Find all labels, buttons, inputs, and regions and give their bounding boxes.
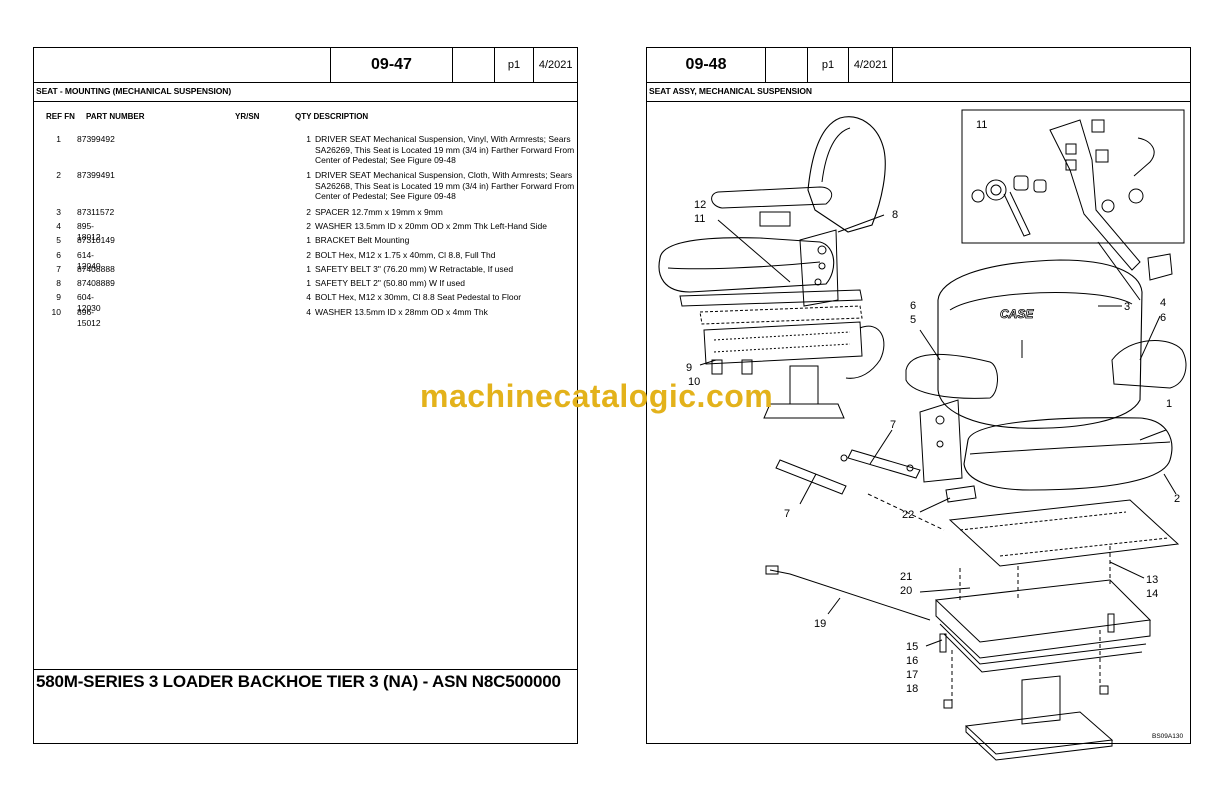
- row-qty: 1: [306, 278, 311, 288]
- left-page-sheet: p1: [493, 48, 534, 82]
- row-part-number: 87310149: [77, 235, 115, 245]
- left-page-header: 09-47 p1 4/2021: [330, 47, 578, 83]
- row-qty: 1: [306, 134, 311, 144]
- row-qty: 1: [306, 264, 311, 274]
- right-header-divider: [646, 82, 1191, 83]
- row-description: SAFETY BELT 3" (76.20 mm) W Retractable,…: [315, 264, 514, 274]
- figure-code: BS09A130: [1152, 733, 1184, 740]
- row-description: WASHER 13.5mm ID x 28mm OD x 4mm Thk: [315, 307, 488, 317]
- row-ref: 1: [56, 134, 61, 144]
- row-description: WASHER 13.5mm ID x 20mm OD x 2mm Thk Lef…: [315, 221, 547, 231]
- row-part-number: 87399492: [77, 134, 115, 144]
- model-title: 580M-SERIES 3 LOADER BACKHOE TIER 3 (NA)…: [36, 672, 561, 691]
- row-qty: 1: [306, 170, 311, 180]
- row-description: SPACER 12.7mm x 19mm x 9mm: [315, 207, 443, 217]
- col-yr-sn: YR/SN: [235, 112, 260, 121]
- row-part-number: 87408889: [77, 278, 115, 288]
- row-part-number: 895-18012: [77, 221, 101, 242]
- left-section-divider: [33, 101, 578, 102]
- row-qty: 1: [306, 235, 311, 245]
- row-qty: 4: [306, 292, 311, 302]
- row-description: SAFETY BELT 2" (50.80 mm) W If used: [315, 278, 465, 288]
- row-ref: 6: [56, 250, 61, 260]
- row-qty: 2: [306, 250, 311, 260]
- row-ref: 2: [56, 170, 61, 180]
- row-part-number: 87311572: [77, 207, 115, 217]
- right-page-header: 09-48 p1 4/2021: [646, 47, 893, 83]
- right-page-frame: [646, 47, 1191, 744]
- left-page-number: 09-47: [371, 56, 412, 73]
- right-section-title: SEAT ASSY, MECHANICAL SUSPENSION: [649, 86, 812, 96]
- right-page-header-blank: [765, 48, 807, 82]
- left-page-frame: [33, 47, 578, 744]
- row-ref: 4: [56, 221, 61, 231]
- row-part-number: 896-15012: [77, 307, 101, 328]
- left-footer-divider: [33, 669, 578, 670]
- row-part-number: 604-12030: [77, 292, 101, 313]
- row-ref: 10: [51, 307, 61, 317]
- row-qty: 4: [306, 307, 311, 317]
- row-description: BOLT Hex, M12 x 1.75 x 40mm, Cl 8.8, Ful…: [315, 250, 496, 260]
- row-part-number: 87408888: [77, 264, 115, 274]
- row-ref: 3: [56, 207, 61, 217]
- watermark: machinecatalogic.com: [420, 378, 774, 414]
- row-ref: 7: [56, 264, 61, 274]
- row-ref: 8: [56, 278, 61, 288]
- right-section-divider: [646, 101, 1191, 102]
- col-qty-description: QTY DESCRIPTION: [295, 112, 369, 121]
- row-ref: 9: [56, 292, 61, 302]
- row-description: DRIVER SEAT Mechanical Suspension, Cloth…: [315, 170, 575, 201]
- right-page-sheet: p1: [806, 48, 849, 82]
- row-ref: 5: [56, 235, 61, 245]
- row-description: BOLT Hex, M12 x 30mm, Cl 8.8 Seat Pedest…: [315, 292, 522, 302]
- right-page-date: 4/2021: [848, 48, 892, 82]
- left-page-date: 4/2021: [533, 48, 577, 82]
- row-description: BRACKET Belt Mounting: [315, 235, 410, 245]
- right-page-number: 09-48: [685, 56, 727, 73]
- row-part-number: 614-12040: [77, 250, 101, 271]
- row-description: DRIVER SEAT Mechanical Suspension, Vinyl…: [315, 134, 575, 165]
- row-part-number: 87399491: [77, 170, 115, 180]
- left-header-divider: [33, 82, 578, 83]
- col-part-number: PART NUMBER: [86, 112, 145, 121]
- left-page-header-blank: [452, 48, 494, 82]
- left-section-title: SEAT - MOUNTING (MECHANICAL SUSPENSION): [36, 86, 232, 96]
- row-qty: 2: [306, 207, 311, 217]
- col-ref-fn: REF FN: [46, 112, 75, 121]
- row-qty: 2: [306, 221, 311, 231]
